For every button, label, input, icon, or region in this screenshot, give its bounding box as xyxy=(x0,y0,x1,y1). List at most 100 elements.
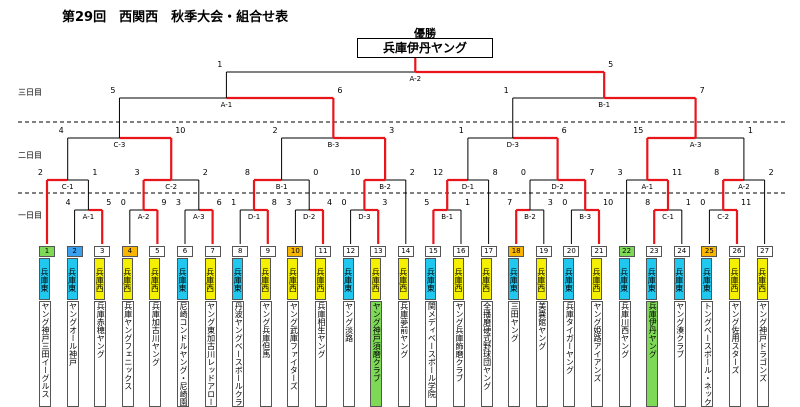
score-left: 1 xyxy=(231,198,236,207)
team-name: ヤング武庫ファイターズ xyxy=(287,301,300,407)
match-label: B-1 xyxy=(276,183,288,191)
team-region: 兵庫東 xyxy=(232,258,244,300)
score-left: 0 xyxy=(562,198,567,207)
team-name: ヤング兵庫飾磨クラブ xyxy=(453,301,465,407)
team-region: 兵庫東 xyxy=(39,258,50,300)
match-label: A-2 xyxy=(138,213,150,221)
team-name: ヤング姫路アイアンズ xyxy=(591,301,603,407)
team-number: 2 xyxy=(66,246,83,257)
team-region: 兵庫西 xyxy=(315,258,326,300)
score-left: 0 xyxy=(121,198,126,207)
team-name: 丹波ヤングベースボールクラ xyxy=(232,301,245,407)
team-name: 関メディベースボール学院 xyxy=(425,301,438,407)
score-left: 2 xyxy=(273,126,278,135)
score-right: 10 xyxy=(603,198,613,207)
score-left: 3 xyxy=(286,198,291,207)
team-number: 21 xyxy=(591,246,607,257)
match-label: C-1 xyxy=(62,183,74,191)
match-label: A-1 xyxy=(221,101,233,109)
team-region: 兵庫東 xyxy=(508,258,520,300)
score-right: 1 xyxy=(748,126,753,135)
team-name: ヤング神戸三田イーグルス xyxy=(39,301,51,407)
team-name: 兵庫タイガーヤング xyxy=(563,301,576,407)
team-number: 8 xyxy=(232,246,249,257)
team-region: 兵庫東 xyxy=(66,258,78,300)
score-left: 1 xyxy=(459,126,464,135)
team-number: 7 xyxy=(204,246,221,257)
score-right: 6 xyxy=(562,126,567,135)
score-right: 7 xyxy=(700,86,705,95)
team-number: 10 xyxy=(287,246,304,257)
team-region: 兵庫東 xyxy=(646,258,658,300)
score-right: 8 xyxy=(272,198,277,207)
team-name: ヤング湊クラブ xyxy=(673,301,686,407)
score-right: 3 xyxy=(389,126,394,135)
team-number: 1 xyxy=(39,246,55,257)
score-left: 8 xyxy=(645,198,650,207)
team-name: 兵庫ヤングフェニックス xyxy=(121,301,134,407)
team-number: 17 xyxy=(480,246,497,257)
score-right: 6 xyxy=(337,86,342,95)
team-name: 全播磨硬式野球団ヤング xyxy=(480,301,493,407)
team-region: 兵庫西 xyxy=(259,258,271,300)
score-left: 3 xyxy=(618,168,623,177)
team-region: 兵庫西 xyxy=(591,258,602,300)
team-region: 兵庫東 xyxy=(425,258,437,300)
match-label: A-3 xyxy=(193,213,205,221)
team-name: ヤング兵庫但馬 xyxy=(259,301,272,407)
score-right: 6 xyxy=(217,198,222,207)
team-region: 兵庫西 xyxy=(535,258,547,300)
team-name: 兵庫川西ヤング xyxy=(618,301,631,407)
team-number: 9 xyxy=(259,246,276,257)
match-label: A-1 xyxy=(83,213,95,221)
match-label: C-3 xyxy=(114,141,126,149)
team-number: 3 xyxy=(94,246,111,257)
team-name: 兵庫加古川ヤング xyxy=(149,301,162,407)
match-label: D-1 xyxy=(462,183,474,191)
score-right: 8 xyxy=(493,168,498,177)
day-label-2: 二日目 xyxy=(18,151,42,160)
score-left: 12 xyxy=(433,168,443,177)
team-number: 23 xyxy=(646,246,663,257)
team-region: 兵庫西 xyxy=(370,258,382,300)
match-label: B-3 xyxy=(327,141,339,149)
champion-box: 兵庫伊丹ヤング xyxy=(357,38,493,58)
score-left: 2 xyxy=(38,168,43,177)
match-label: D-2 xyxy=(303,213,315,221)
score-left: 4 xyxy=(66,198,71,207)
score-right: 2 xyxy=(769,168,774,177)
score-right: 3 xyxy=(548,198,553,207)
score-left: 4 xyxy=(59,126,64,135)
team-number: 24 xyxy=(673,246,690,257)
match-label: D-2 xyxy=(551,183,563,191)
team-region: 兵庫西 xyxy=(453,258,464,300)
score-right: 11 xyxy=(672,168,682,177)
team-number: 5 xyxy=(149,246,166,257)
score-right: 7 xyxy=(589,168,594,177)
team-region: 兵庫西 xyxy=(204,258,216,300)
team-name: ヤング東加古川レッドアローズ xyxy=(204,301,217,407)
score-left: 5 xyxy=(424,198,429,207)
match-label: C-1 xyxy=(662,213,674,221)
score-left: 1 xyxy=(504,86,509,95)
match-label: B-3 xyxy=(579,213,591,221)
team-region: 兵庫西 xyxy=(94,258,106,300)
match-label: A-2 xyxy=(409,75,421,83)
match-label: B-2 xyxy=(379,183,391,191)
team-name: トングベースボール・ネックワー xyxy=(701,301,714,407)
team-region: 兵庫西 xyxy=(121,258,133,300)
